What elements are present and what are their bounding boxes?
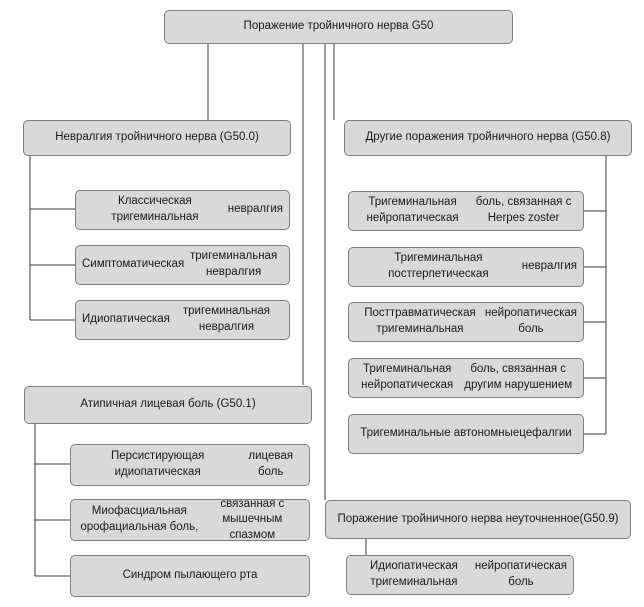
unspecified-idiopathic: Идиопатическая тригеминальная нейропатич… [346, 555, 574, 595]
branch-other-label: Другие поражения тройничного нерва (G50.… [365, 131, 611, 144]
branch-atypical: Атипичная лицевая боль (G50.1) [24, 386, 312, 424]
neuralgia-classic: Классическая тригеминальная невралгия [75, 190, 290, 230]
other-postherpetic: Тригеминальная постгерпетическая невралг… [348, 247, 584, 287]
branch-other: Другие поражения тройничного нерва (G50.… [344, 120, 632, 156]
other-other-disorder: Тригеминальная нейропатическая боль, свя… [348, 358, 584, 398]
branch-unspecified: Поражение тройничного нерва неуточненное… [325, 500, 631, 539]
neuralgia-symptomatic: Симптоматическая тригеминальная невралги… [75, 245, 290, 285]
neuralgia-idiopathic: Идиопатическая тригеминальная невралгия [75, 300, 290, 340]
branch-neuralgia: Невралгия тройничного нерва (G50.0) [23, 120, 291, 156]
branch-atypical-label: Атипичная лицевая боль (G50.1) [80, 398, 256, 411]
other-herpes: Тригеминальная нейропатическая боль, свя… [348, 191, 584, 231]
atypical-burning-mouth: Синдром пылающего рта [70, 555, 310, 597]
atypical-persistent: Персистирующая идиопатическая лицевая бо… [70, 444, 310, 486]
atypical-myofascial: Миофасциальная орофациальная боль, связа… [70, 498, 310, 541]
root-node: Поражение тройничного нерва G50 [164, 10, 513, 44]
root-label: Поражение тройничного нерва G50 [243, 20, 434, 33]
other-autonomic: Тригеминальные автономные цефалгии [348, 414, 584, 454]
other-posttraumatic: Посттравматическая тригеминальная нейроп… [348, 302, 584, 342]
branch-neuralgia-label: Невралгия тройничного нерва (G50.0) [55, 131, 259, 144]
